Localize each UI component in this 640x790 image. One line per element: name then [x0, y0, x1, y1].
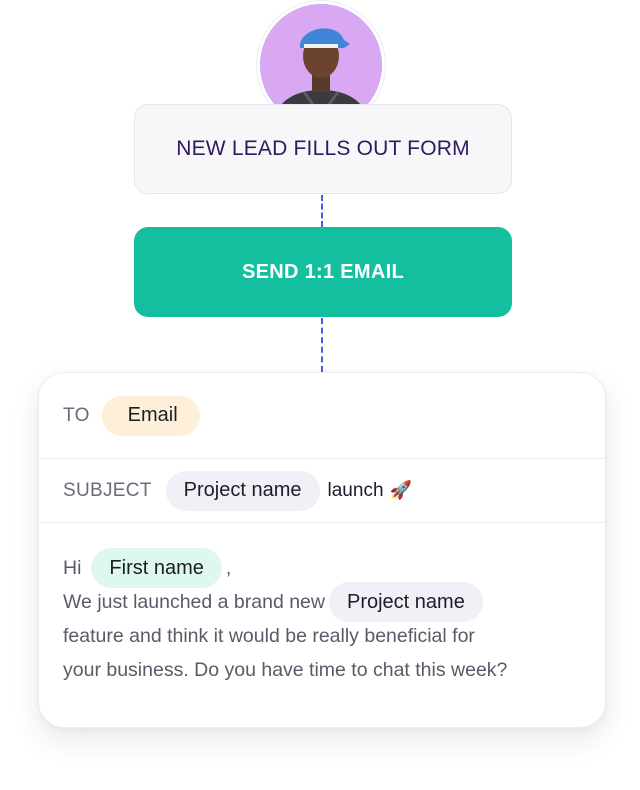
- trigger-step-card[interactable]: NEW LEAD FILLS OUT FORM: [134, 104, 512, 194]
- flow-connector-dashed: [321, 318, 323, 372]
- trigger-step-label: NEW LEAD FILLS OUT FORM: [176, 137, 470, 160]
- send-email-step-label: SEND 1:1 EMAIL: [241, 260, 404, 283]
- email-subject-row[interactable]: SUBJECT Project name launch 🚀: [39, 459, 605, 523]
- email-composer-card: TO Email SUBJECT Project name launch 🚀 H…: [38, 372, 606, 728]
- avatar-illustration: [260, 4, 382, 126]
- rocket-emoji-icon: 🚀: [389, 480, 412, 500]
- first-name-merge-tag[interactable]: First name: [91, 548, 222, 588]
- send-email-step-button[interactable]: SEND 1:1 EMAIL: [134, 227, 512, 317]
- person-avatar-icon: [260, 4, 382, 126]
- body-line: We just launched a brand new Project nam…: [63, 582, 585, 622]
- body-line: feature and think it would be really ben…: [63, 619, 585, 653]
- body-line: your business. Do you have time to chat …: [63, 653, 585, 687]
- body-line-2-text: We just launched a brand new: [63, 591, 325, 613]
- email-merge-tag[interactable]: Email: [101, 395, 200, 436]
- project-name-merge-tag[interactable]: Project name: [165, 470, 320, 511]
- body-line-3-text: feature and think it would be really ben…: [63, 625, 475, 647]
- subject-label: SUBJECT: [63, 479, 152, 501]
- email-body[interactable]: Hi First name , We just launched a brand…: [63, 548, 585, 687]
- body-line-4-text: your business. Do you have time to chat …: [63, 659, 508, 681]
- to-label: TO: [63, 404, 90, 426]
- flow-connector-dashed: [321, 195, 323, 227]
- greeting-text: Hi: [63, 557, 82, 579]
- subject-suffix-text: launch: [327, 479, 384, 501]
- body-line: Hi First name ,: [63, 548, 585, 588]
- greeting-punctuation: ,: [225, 557, 232, 579]
- email-to-row[interactable]: TO Email: [39, 373, 605, 459]
- project-name-merge-tag[interactable]: Project name: [328, 582, 483, 622]
